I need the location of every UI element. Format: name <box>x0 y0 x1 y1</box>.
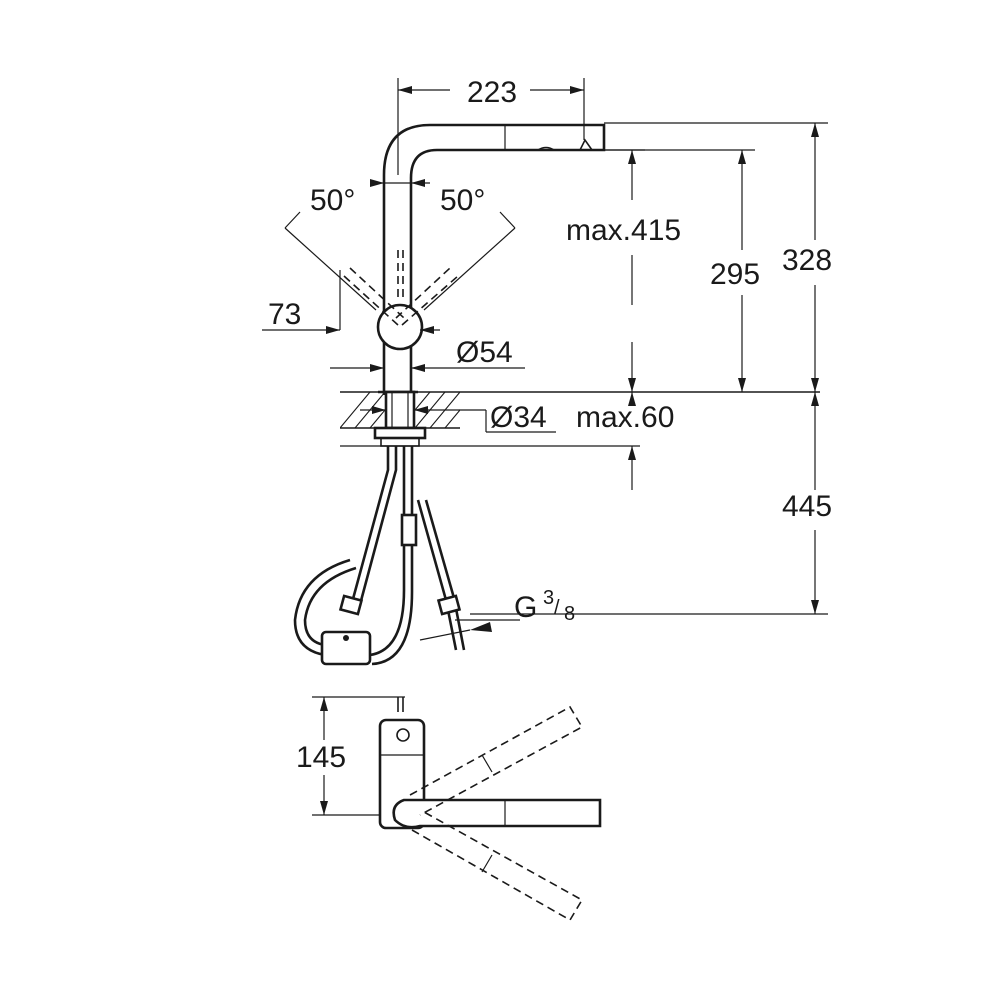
label-pullout-max: max.415 <box>566 214 681 247</box>
hose-weight <box>320 630 372 666</box>
label-base-offset: 73 <box>268 298 301 331</box>
label-thread-denominator: 8 <box>564 603 575 625</box>
svg-text:/: / <box>554 597 560 619</box>
label-spout-reach: 223 <box>467 76 517 109</box>
left-hose-nut <box>338 594 364 616</box>
right-supply-hose <box>416 499 458 651</box>
label-thread: G <box>514 591 537 624</box>
label-top-view-height: 145 <box>296 741 346 774</box>
pullout-hose <box>335 446 406 657</box>
top-view-spout <box>392 798 602 829</box>
label-spout-height: 295 <box>710 258 760 291</box>
left-supply-hose <box>348 446 390 611</box>
label-hose-length: 445 <box>782 490 832 523</box>
spray-nozzle <box>578 138 594 151</box>
label-total-height: 328 <box>782 244 832 277</box>
lever-handle <box>376 303 424 351</box>
label-deck-thickness: max.60 <box>576 401 674 434</box>
hose-loop <box>293 558 351 657</box>
swivel-position-down <box>411 811 584 922</box>
mounting-shank <box>384 390 416 430</box>
label-body-diameter: Ø54 <box>456 336 513 369</box>
swivel-position-up <box>409 705 584 816</box>
spray-button <box>537 146 555 151</box>
supply-hoses <box>293 446 466 666</box>
dimension-lines <box>262 78 828 641</box>
label-thread-numerator: 3 <box>543 587 554 609</box>
faucet-front-view <box>343 123 606 395</box>
center-hose-coupling <box>400 513 418 547</box>
label-angle-left: 50° <box>310 184 355 217</box>
faucet-top-view <box>312 696 602 922</box>
label-angle-right: 50° <box>440 184 485 217</box>
label-hole-diameter: Ø34 <box>490 401 547 434</box>
mounting-nut <box>373 426 427 440</box>
spout-outline <box>382 123 606 395</box>
dimension-labels: 223 50° 50° 73 Ø54 Ø34 max.415 295 328 m… <box>268 76 832 774</box>
countertop-deck <box>340 390 820 447</box>
right-hose-nut <box>436 594 462 616</box>
